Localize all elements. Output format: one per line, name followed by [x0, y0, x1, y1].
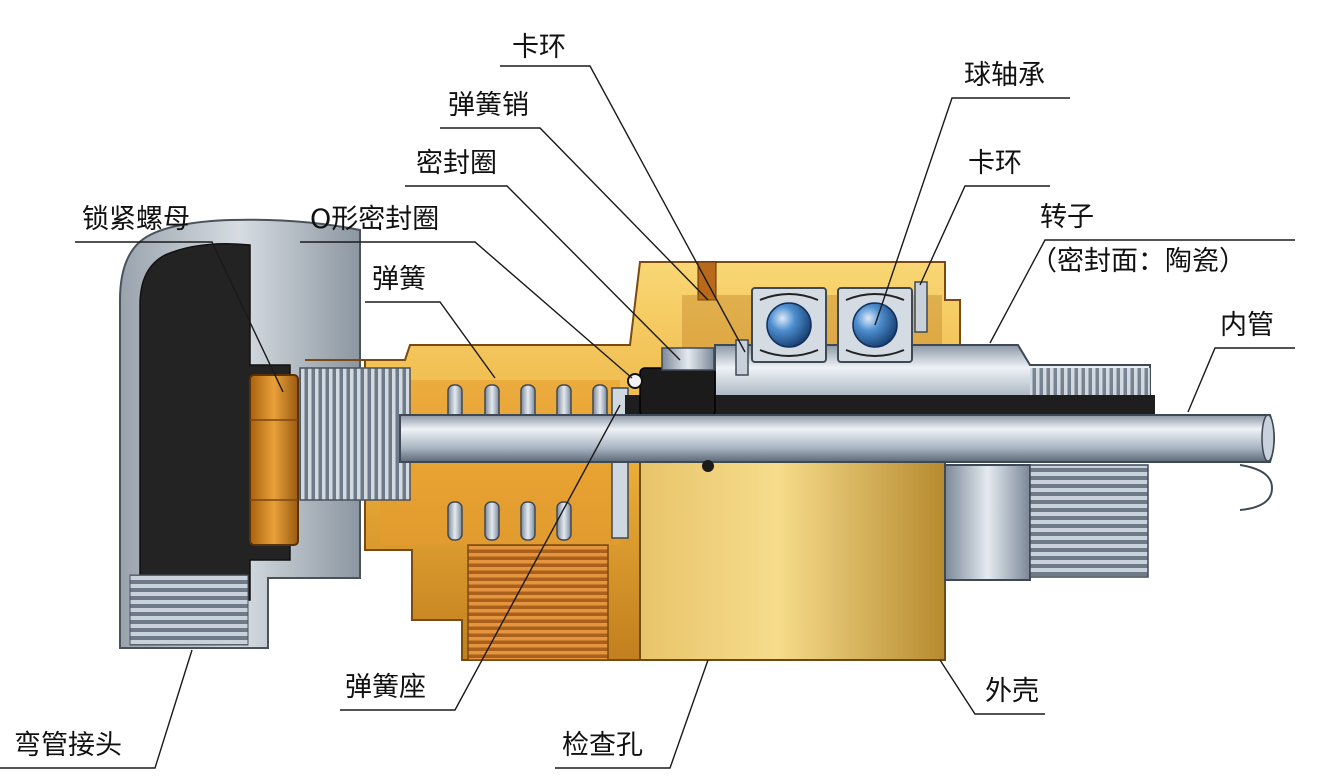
label-spring-pin: 弹簧销 — [448, 90, 529, 121]
label-o-ring: O形密封圈 — [310, 204, 440, 235]
label-inspection-hole: 检查孔 — [562, 730, 643, 761]
label-snap-ring-top: 卡环 — [512, 32, 566, 63]
leader-lines — [0, 65, 1295, 769]
label-rotor: 转子 — [1040, 202, 1094, 233]
snap-ring-left — [735, 339, 749, 376]
label-seal-ring: 密封圈 — [416, 148, 497, 179]
label-elbow-fitting: 弯管接头 — [14, 730, 122, 761]
label-rotor-note: （密封面：陶瓷） — [1030, 246, 1246, 277]
label-ball-bearing: 球轴承 — [964, 60, 1045, 91]
label-spring-seat: 弹簧座 — [345, 672, 426, 703]
spring — [447, 384, 608, 541]
label-spring: 弹簧 — [372, 264, 426, 295]
label-snap-ring-right: 卡环 — [968, 148, 1022, 179]
inner-tube — [399, 414, 1275, 511]
lock-nut — [249, 374, 299, 546]
label-inner-tube: 内管 — [1220, 310, 1274, 341]
rotor — [625, 344, 1155, 581]
snap-ring-right — [914, 281, 928, 333]
seal-ring — [639, 347, 716, 417]
label-lock-nut: 锁紧螺母 — [82, 204, 190, 235]
threaded-nipple — [299, 367, 411, 501]
label-outer-shell: 外壳 — [985, 676, 1039, 707]
